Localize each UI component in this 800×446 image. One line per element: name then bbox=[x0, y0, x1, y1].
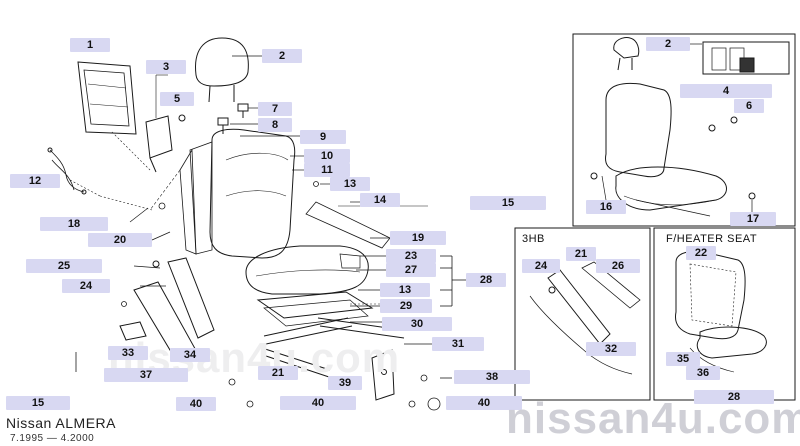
recliner-rail-drawing bbox=[305, 201, 391, 249]
callout-36: 36 bbox=[686, 366, 720, 380]
seatback-board-drawing bbox=[77, 61, 137, 135]
callout-13: 13 bbox=[330, 177, 370, 191]
callout-28-heater: 28 bbox=[694, 390, 774, 404]
callout-2-panel: 2 bbox=[646, 37, 690, 51]
front-rail-drawing bbox=[261, 347, 333, 379]
callout-37: 37 bbox=[104, 368, 188, 382]
callout-1: 1 bbox=[70, 38, 110, 52]
callout-12: 12 bbox=[10, 174, 60, 188]
headrest-drawing bbox=[195, 37, 249, 103]
cushion-frame-drawing bbox=[256, 291, 374, 327]
footer-model-name: Nissan ALMERA bbox=[6, 415, 116, 431]
callout-29: 29 bbox=[380, 299, 432, 313]
lower-bracket-drawing bbox=[371, 349, 395, 401]
callout-24: 24 bbox=[62, 279, 110, 293]
inset-panel-3hb bbox=[514, 227, 651, 401]
callout-21-3hb: 21 bbox=[566, 247, 596, 261]
callout-24-3hb: 24 bbox=[522, 259, 560, 273]
callout-16: 16 bbox=[586, 200, 626, 214]
heater-wire-drawing bbox=[49, 149, 85, 193]
callout-30: 30 bbox=[382, 317, 452, 331]
callout-2: 2 bbox=[262, 49, 302, 63]
callout-39: 39 bbox=[328, 376, 362, 390]
callout-8: 8 bbox=[258, 118, 292, 132]
callout-26: 26 bbox=[596, 259, 640, 273]
callout-11: 11 bbox=[304, 163, 350, 177]
callout-4: 4 bbox=[680, 84, 772, 98]
callout-31: 31 bbox=[432, 337, 484, 351]
callout-35: 35 bbox=[666, 352, 700, 366]
inset-panel-heater bbox=[653, 227, 796, 401]
footer-date-range: 7.1995 — 4.2000 bbox=[10, 433, 95, 444]
complete-seat-drawing bbox=[605, 37, 727, 217]
callout-23: 23 bbox=[386, 249, 436, 263]
callout-14: 14 bbox=[360, 193, 400, 207]
callout-6: 6 bbox=[734, 99, 764, 113]
inset-panel-top-right bbox=[572, 33, 796, 227]
callout-27: 27 bbox=[386, 263, 436, 277]
callout-18: 18 bbox=[40, 217, 108, 231]
callout-32: 32 bbox=[586, 342, 636, 356]
main-seatback-drawing bbox=[149, 128, 296, 259]
callout-20: 20 bbox=[88, 233, 152, 247]
callout-15-lower: 15 bbox=[6, 396, 70, 410]
hb3-parts-drawing bbox=[529, 261, 641, 375]
switch-panel-drawing bbox=[702, 41, 790, 75]
callout-22: 22 bbox=[686, 246, 716, 260]
callout-10: 10 bbox=[304, 149, 350, 163]
panel-title-3hb: 3HB bbox=[522, 233, 545, 245]
callout-21: 21 bbox=[258, 366, 298, 380]
seat-cushion-drawing bbox=[245, 245, 369, 295]
watermark: nissan4u.com bbox=[506, 394, 800, 443]
callout-28: 28 bbox=[466, 273, 506, 287]
release-lever-drawing bbox=[119, 321, 147, 341]
callout-13-lower: 13 bbox=[380, 283, 430, 297]
callout-34: 34 bbox=[170, 348, 210, 362]
callout-17: 17 bbox=[730, 212, 776, 226]
callout-5: 5 bbox=[160, 92, 194, 106]
headrest-guides-drawing bbox=[217, 103, 249, 134]
callout-25: 25 bbox=[26, 259, 102, 273]
callout-19: 19 bbox=[390, 231, 446, 245]
callout-38: 38 bbox=[454, 370, 530, 384]
panel-title-heater: F/HEATER SEAT bbox=[666, 233, 758, 245]
callout-40: 40 bbox=[176, 397, 216, 411]
armrest-box-drawing bbox=[145, 74, 173, 173]
fastener-drawing bbox=[121, 181, 441, 411]
callout-40-right: 40 bbox=[446, 396, 522, 410]
callout-33: 33 bbox=[108, 346, 148, 360]
callout-9: 9 bbox=[300, 130, 346, 144]
callout-15: 15 bbox=[470, 196, 546, 210]
callout-7: 7 bbox=[258, 102, 292, 116]
callout-3: 3 bbox=[146, 60, 186, 74]
callout-40-mid: 40 bbox=[280, 396, 356, 410]
